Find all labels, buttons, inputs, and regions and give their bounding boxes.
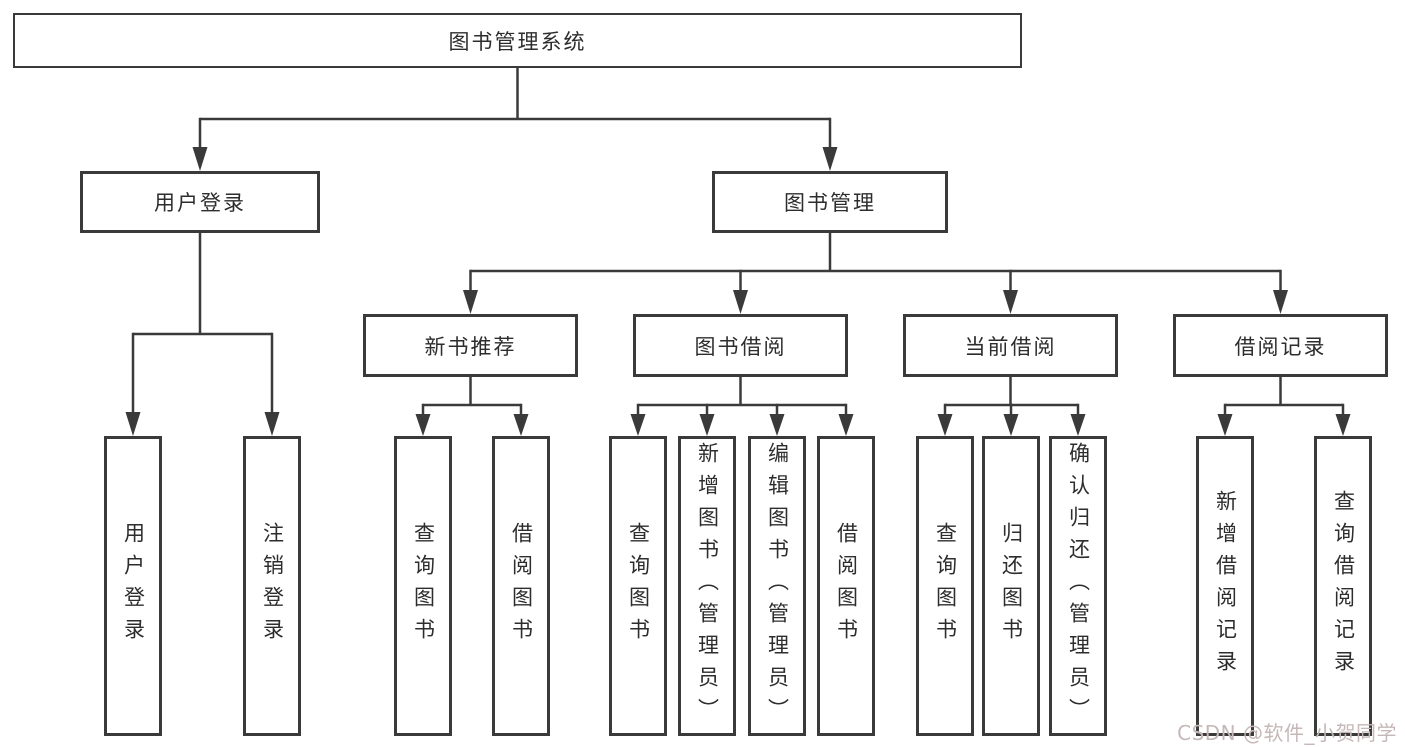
- node-book-management: 图书管理: [712, 171, 948, 233]
- node-user-login: 用户登录: [80, 171, 320, 233]
- leaf-currentborrow-confirm-return-label: 确认归还（管理员）: [1066, 442, 1091, 730]
- connector-root-to-level2: [192, 68, 838, 171]
- connector-bookmgmt-to-level3: [463, 233, 1288, 314]
- leaf-records-query-record-label: 查询借阅记录: [1331, 490, 1356, 682]
- leaf-records-query-record: 查询借阅记录: [1314, 436, 1372, 736]
- connector-userlogin-to-leaves: [125, 233, 280, 436]
- connector-currentborrow-to-leaves: [937, 377, 1086, 436]
- node-current-borrow-label: 当前借阅: [964, 334, 1057, 359]
- leaf-bookborrow-borrow-books-label: 借阅图书: [834, 522, 859, 650]
- node-library-system-label: 图书管理系统: [448, 29, 587, 54]
- node-borrow-records: 借阅记录: [1173, 314, 1388, 377]
- leaf-bookborrow-query-books: 查询图书: [609, 436, 667, 736]
- leaf-bookborrow-edit-books: 编辑图书（管理员）: [748, 436, 806, 736]
- leaf-bookborrow-borrow-books: 借阅图书: [817, 436, 875, 736]
- leaf-records-add-record-label: 新增借阅记录: [1213, 490, 1238, 682]
- leaf-newbooks-borrow-books-label: 借阅图书: [509, 522, 534, 650]
- node-book-borrow-label: 图书借阅: [694, 334, 787, 359]
- leaf-bookborrow-edit-books-label: 编辑图书（管理员）: [765, 442, 790, 730]
- leaf-user-login: 用户登录: [104, 436, 162, 736]
- leaf-logout-label: 注销登录: [260, 522, 285, 650]
- leaf-logout: 注销登录: [243, 436, 301, 736]
- connector-bookborrow-to-leaves: [630, 377, 854, 436]
- leaf-newbooks-query-books-label: 查询图书: [411, 522, 436, 650]
- leaf-newbooks-borrow-books: 借阅图书: [492, 436, 550, 736]
- node-user-login-label: 用户登录: [154, 191, 246, 215]
- leaf-currentborrow-return-books: 归还图书: [982, 436, 1040, 736]
- leaf-bookborrow-add-books-label: 新增图书（管理员）: [695, 442, 720, 730]
- leaf-bookborrow-query-books-label: 查询图书: [626, 522, 651, 650]
- leaf-currentborrow-query-books-label: 查询图书: [933, 522, 958, 650]
- node-new-book-recommend-label: 新书推荐: [424, 334, 517, 359]
- connector-borrowrecords-to-leaves: [1217, 377, 1351, 436]
- connector-newbooks-to-leaves: [415, 377, 529, 436]
- node-borrow-records-label: 借阅记录: [1234, 334, 1327, 359]
- leaf-currentborrow-confirm-return: 确认归还（管理员）: [1049, 436, 1107, 736]
- leaf-newbooks-query-books: 查询图书: [394, 436, 452, 736]
- csdn-watermark: CSDN @软件_小贺同学: [1177, 721, 1397, 745]
- node-book-management-label: 图书管理: [784, 191, 876, 215]
- node-current-borrow: 当前借阅: [903, 314, 1118, 377]
- leaf-records-add-record: 新增借阅记录: [1196, 436, 1254, 736]
- leaf-bookborrow-add-books: 新增图书（管理员）: [678, 436, 736, 736]
- node-book-borrow: 图书借阅: [633, 314, 848, 377]
- leaf-user-login-label: 用户登录: [121, 522, 146, 650]
- node-new-book-recommend: 新书推荐: [363, 314, 578, 377]
- node-library-system: 图书管理系统: [13, 13, 1022, 68]
- leaf-currentborrow-return-books-label: 归还图书: [999, 522, 1024, 650]
- leaf-currentborrow-query-books: 查询图书: [916, 436, 974, 736]
